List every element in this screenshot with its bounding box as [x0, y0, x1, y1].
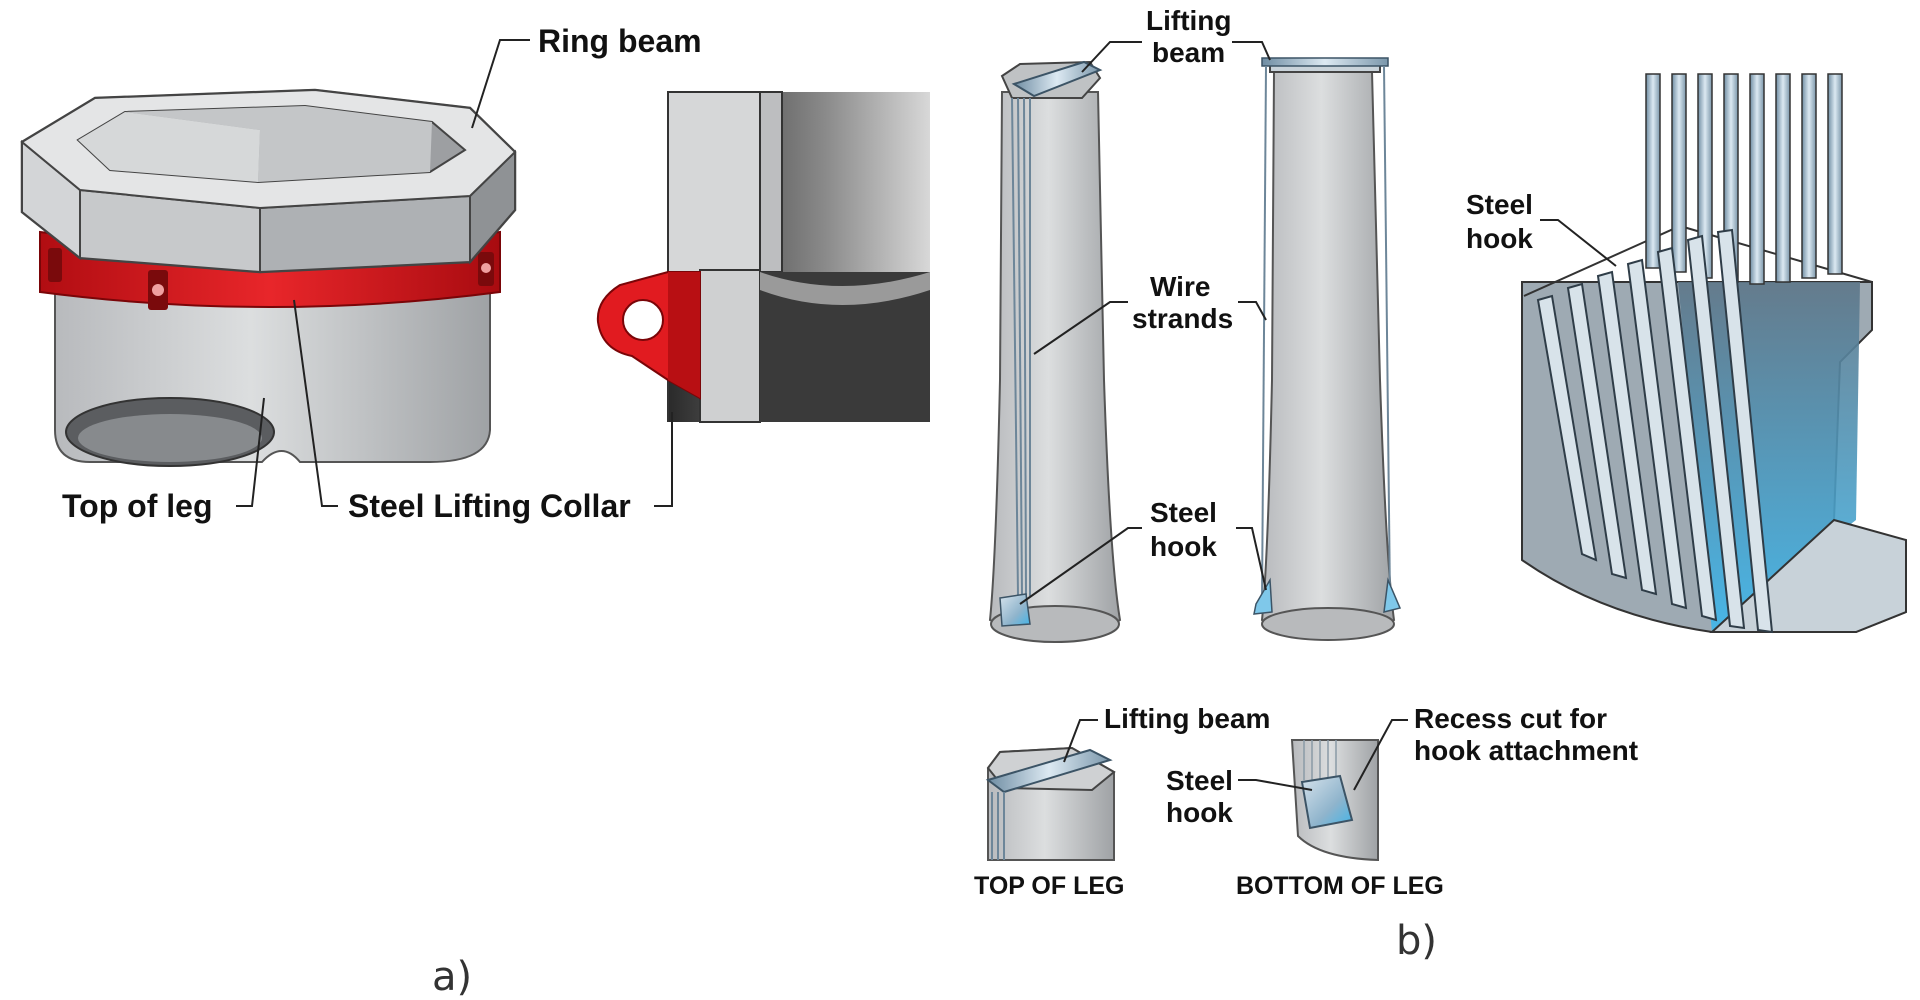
- label-steel-lifting-collar: Steel Lifting Collar: [348, 488, 631, 524]
- label-wire-strands-l2: strands: [1132, 303, 1233, 334]
- panel-b: Lifting beam Wire strands Steel hook Ste…: [974, 5, 1907, 964]
- label-bottom-of-leg-caps: BOTTOM OF LEG: [1236, 872, 1444, 900]
- inset-steel-hook-leader: [1238, 779, 1313, 791]
- panel-a: Ring beam Top of leg Steel Lifting Colla…: [20, 23, 930, 1000]
- label-inset-steel-hook-l1: Steel: [1166, 765, 1233, 796]
- detail-wire-strands: [1645, 73, 1843, 285]
- lifting-beam-1: [1011, 60, 1103, 98]
- inset-lifting-beam: [985, 748, 1113, 794]
- wire-strands-leader-1: [1033, 301, 1128, 355]
- inset-steel-hook: [1300, 774, 1354, 830]
- collar-bolts: [48, 248, 494, 310]
- inset-top-of-leg: [985, 746, 1116, 861]
- inset-bottom-of-leg: [1290, 739, 1379, 862]
- caption-b: b): [1396, 918, 1437, 964]
- label-steel-hook-l2: hook: [1150, 531, 1217, 562]
- label-inset-lifting-beam: Lifting beam: [1104, 703, 1270, 734]
- ring-beam: [20, 88, 517, 274]
- label-detail-steel-hook-l2: hook: [1466, 223, 1533, 254]
- label-recess-l2: hook attachment: [1414, 735, 1638, 766]
- collar-leader-1: [293, 299, 338, 507]
- label-wire-strands-l1: Wire: [1150, 271, 1210, 302]
- label-top-of-leg: Top of leg: [62, 488, 212, 524]
- wire-strands-1: [1011, 97, 1031, 597]
- lifting-beam-leader-1: [1081, 41, 1142, 73]
- collar-leader-2: [654, 412, 673, 507]
- top-of-leg-leader: [236, 397, 265, 507]
- steel-hook-detail: [1521, 73, 1907, 634]
- label-lifting-beam-l2: beam: [1152, 37, 1225, 68]
- steel-hook-2b: [1383, 577, 1402, 613]
- leg-column-2: [1253, 57, 1402, 641]
- label-recess-l1: Recess cut for: [1414, 703, 1607, 734]
- caption-a: a): [432, 954, 472, 1000]
- lifting-beam-2: [1261, 57, 1389, 67]
- label-ring-beam: Ring beam: [538, 23, 702, 59]
- ring-beam-leader: [471, 39, 530, 129]
- label-top-of-leg-caps: TOP OF LEG: [974, 872, 1125, 900]
- steel-hook-1: [999, 593, 1031, 627]
- steel-hook-leader-2: [1236, 527, 1267, 591]
- steel-hook-leader-1: [1019, 527, 1142, 605]
- label-lifting-beam-l1: Lifting: [1146, 5, 1232, 36]
- recess-leader: [1353, 719, 1408, 791]
- leg-column-1: [988, 60, 1122, 643]
- lifting-beam-leader-2: [1232, 41, 1271, 61]
- label-steel-hook-l1: Steel: [1150, 497, 1217, 528]
- collar-section-detail: [596, 91, 930, 423]
- detail-steel-hook-leader: [1540, 219, 1617, 267]
- detail-hook-ribs: [1536, 228, 1774, 634]
- label-detail-steel-hook-l1: Steel: [1466, 189, 1533, 220]
- wire-strands-leader-2: [1238, 301, 1267, 321]
- label-inset-steel-hook-l2: hook: [1166, 797, 1233, 828]
- wire-strands-2: [1261, 65, 1391, 601]
- inset-lifting-beam-leader: [1063, 719, 1098, 763]
